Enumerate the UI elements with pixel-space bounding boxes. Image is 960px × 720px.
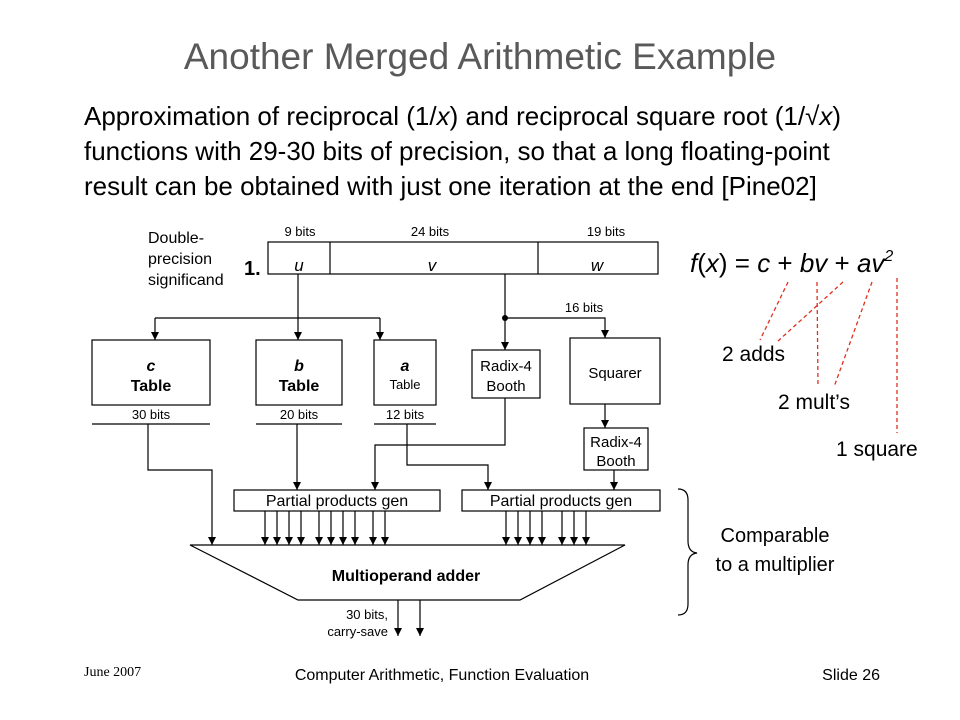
annotation-line-mult-2 — [833, 281, 873, 388]
booth-upper-line-1: Radix-4 — [480, 358, 532, 375]
a-table-output-bits: 12 bits — [386, 407, 425, 422]
formula-av: av — [857, 248, 886, 278]
wire-c-to-adder — [147, 424, 216, 545]
b-table-box — [255, 339, 343, 406]
wire-a-to-ppg-right — [406, 424, 492, 490]
c-table-output-bits: 30 bits — [132, 407, 171, 422]
adder-label: Multioperand adder — [332, 568, 480, 585]
square-count-label: 1 square — [836, 438, 918, 461]
formula-plus-1: + — [770, 248, 800, 278]
c-table-box — [91, 339, 211, 406]
a-table-label: Table — [389, 377, 420, 392]
annotation-line-add-2 — [777, 281, 844, 342]
slide-title: Another Merged Arithmetic Example — [184, 36, 776, 77]
wire-v-to-squarer — [505, 317, 609, 338]
body-line-3: result can be obtained with just one ite… — [84, 171, 817, 201]
mults-count-label: 2 mult’s — [778, 391, 850, 414]
adder-output-format: carry-save — [327, 624, 388, 639]
formula-c: c — [757, 248, 770, 278]
formula-bv: bv — [800, 248, 829, 278]
ppg-right-box — [461, 489, 661, 512]
booth-lower-line-1: Radix-4 — [590, 434, 642, 451]
field-v-label: v — [428, 256, 438, 275]
field-w-label: w — [591, 256, 605, 275]
comparison-note-line-1: Comparable — [721, 525, 830, 547]
b-table-coefficient: b — [294, 358, 304, 375]
b-table-output-bits: 20 bits — [280, 407, 319, 422]
c-table-label: Table — [131, 378, 172, 395]
booth-upper-line-2: Booth — [486, 378, 525, 395]
a-table-coefficient: a — [401, 358, 410, 375]
ppg-right-output-arrows — [502, 511, 590, 545]
ppg-left-output-arrows — [261, 511, 389, 545]
significand-label-line-3: significand — [148, 272, 224, 289]
annotation-line-add-1 — [759, 281, 789, 341]
adder-output-bits: 30 bits, — [346, 607, 388, 622]
squarer-label: Squarer — [588, 365, 641, 382]
significand-label-line-1: Double- — [148, 230, 204, 247]
significand-label-line-2: precision — [148, 251, 212, 268]
field-u-bits: 9 bits — [284, 224, 316, 239]
ppg-left-label: Partial products gen — [266, 493, 408, 510]
adds-count-label: 2 adds — [722, 343, 785, 366]
booth-recoder-upper-box — [471, 349, 541, 399]
b-table-label: Table — [279, 378, 320, 395]
multioperand-adder — [189, 544, 626, 601]
wire-booth-to-ppg-left — [371, 398, 506, 490]
formula-open-paren: ( — [697, 248, 706, 278]
body-line-1-part-3: ) — [832, 101, 841, 131]
ppg-right-label: Partial products gen — [490, 493, 632, 510]
body-line-1-var-x: x — [435, 101, 451, 131]
formula-plus-2: + — [827, 248, 857, 278]
comparison-note-line-2: to a multiplier — [716, 554, 835, 576]
formula-exponent: 2 — [883, 248, 893, 265]
c-table-coefficient: c — [147, 358, 156, 375]
body-line-1-var-x-2: x — [817, 101, 833, 131]
a-table-box — [373, 339, 437, 406]
booth-lower-line-2: Booth — [596, 453, 635, 470]
footer-slide-number: Slide 26 — [822, 667, 880, 684]
booth-recoder-lower-box — [583, 427, 649, 471]
body-line-1: Approximation of reciprocal (1/x) and re… — [84, 101, 841, 131]
squarer-input-bits: 16 bits — [565, 300, 604, 315]
formula-f: f — [690, 248, 700, 278]
field-v-bits: 24 bits — [411, 224, 450, 239]
body-line-2: functions with 29-30 bits of precision, … — [84, 136, 831, 166]
formula-equals: ) = — [719, 248, 757, 278]
annotation-line-mult-1 — [816, 281, 819, 388]
formula-x: x — [704, 248, 720, 278]
brace — [677, 488, 698, 616]
junction-dot — [502, 315, 508, 321]
significand-register — [267, 241, 659, 275]
ppg-left-box — [233, 489, 441, 512]
footer-date: June 2007 — [84, 665, 141, 680]
footer-course: Computer Arithmetic, Function Evaluation — [295, 667, 589, 684]
body-line-1-part-1: Approximation of reciprocal (1/ — [84, 101, 437, 131]
field-u-label: u — [294, 256, 304, 275]
step-number: 1. — [244, 258, 261, 280]
field-w-bits: 19 bits — [587, 224, 626, 239]
body-line-1-part-2: ) and reciprocal square root (1/√ — [450, 101, 821, 131]
squarer-box — [569, 337, 661, 405]
formula: f(x) = c + bv + av2 — [690, 248, 893, 278]
